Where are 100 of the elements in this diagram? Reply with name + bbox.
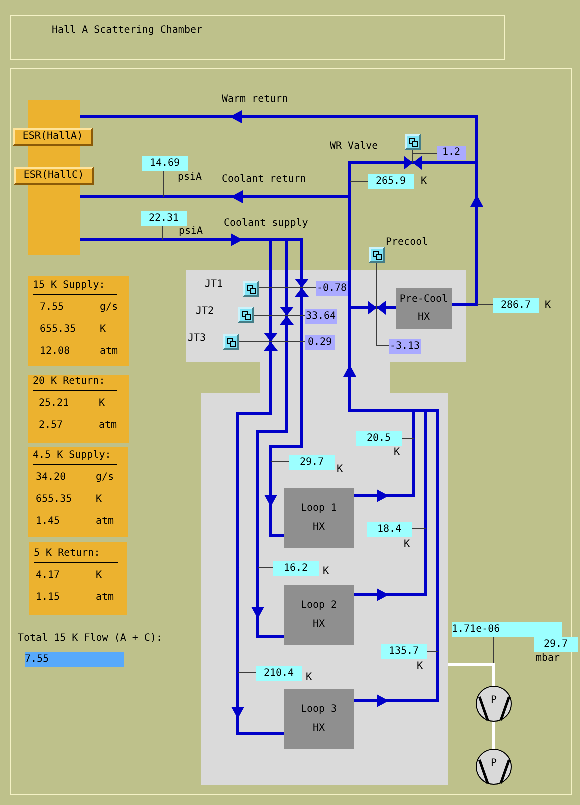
leader-line (412, 528, 426, 530)
unit-label: K (99, 398, 106, 410)
pipe-line (448, 664, 496, 686)
pipe-line (252, 240, 288, 638)
pump-label: P (490, 695, 498, 707)
unit-label: K (96, 570, 102, 582)
value-readout: 33.64 (305, 309, 337, 324)
value-readout: 18.4 (367, 522, 412, 537)
leader-line (412, 150, 438, 164)
unit-label: K (404, 539, 410, 551)
unit-label: K (417, 661, 424, 673)
value-readout: 20.5 (356, 431, 402, 446)
leader-line (476, 304, 494, 306)
edge-label: Coolant supply (224, 218, 308, 230)
unit-label: atm (100, 346, 118, 358)
unit-label: K (545, 300, 552, 312)
pipe-line (354, 410, 440, 708)
value-readout: 14.69 (142, 156, 188, 171)
pipe-line (232, 240, 284, 736)
leader-line (376, 262, 390, 346)
heat-exchanger: Loop 2 HX (284, 585, 354, 645)
readout-panel (28, 375, 129, 443)
value-readout: 210.4 (256, 666, 302, 681)
value-readout: 1.2 (437, 146, 466, 160)
pipe-line (492, 722, 496, 749)
panel-heading: 20 K Return: (33, 376, 117, 391)
panel-value: 4.17 (36, 570, 60, 582)
esr-button: ESR(HallA) (13, 128, 93, 146)
pipe-line (348, 197, 352, 308)
valve-label: JT1 (205, 279, 224, 291)
panel-heading: 15 K Supply: (33, 280, 117, 295)
valve-label: JT2 (196, 306, 214, 318)
pipe-line (271, 238, 287, 242)
panel-value: 2.57 (39, 420, 64, 432)
pipe-line (80, 190, 350, 204)
readout-panel (29, 542, 127, 615)
pipe-line (348, 162, 477, 197)
value-readout: 29.7 (534, 637, 578, 652)
valve-control-button (223, 334, 239, 350)
pipe-line (80, 110, 478, 163)
panel-value: 34.20 (36, 472, 66, 484)
heat-exchanger: Loop 3 HX (284, 689, 354, 749)
value-readout: 265.9 (368, 174, 414, 189)
panel-value: 655.35 (36, 494, 72, 506)
value-readout: 286.7 (493, 298, 539, 313)
unit-label: K (323, 566, 330, 578)
panel-value: 1.15 (36, 592, 60, 604)
leader-line (402, 438, 414, 440)
panel-value: 1.45 (36, 516, 60, 528)
leader-line (238, 672, 256, 674)
unit-label: g/s (96, 472, 114, 484)
vacuum-pump (476, 686, 512, 722)
unit-label: K (421, 176, 428, 188)
value-readout: 22.31 (141, 211, 187, 226)
unit-label: K (100, 324, 106, 336)
unit-label: psiA (179, 226, 204, 238)
value-readout: 1.71e-06 (452, 622, 562, 637)
unit-label: psiA (178, 172, 202, 184)
unit-label: atm (96, 592, 114, 604)
unit-label: K (337, 464, 344, 476)
unit-label: atm (99, 420, 118, 432)
valve-control-button (405, 134, 421, 150)
value-readout: 16.2 (273, 561, 319, 576)
panel-value: 7.55 (40, 302, 64, 314)
readout-panel (28, 276, 129, 366)
pipe-line (452, 163, 484, 306)
valve-control-button (243, 281, 259, 297)
unit-label: K (394, 447, 400, 459)
panel-value: 25.21 (39, 398, 70, 410)
leader-line (162, 226, 164, 240)
pipe-line (354, 411, 416, 502)
value-readout: 135.7 (381, 644, 427, 659)
value-readout: 0.29 (305, 335, 335, 350)
value-readout: -3.13 (389, 339, 421, 354)
vacuum-pump (476, 749, 512, 785)
unit-label: K (306, 672, 312, 684)
unit-label: atm (96, 516, 114, 528)
panel-value: 655.35 (40, 324, 76, 336)
valve-label: WR Valve (330, 141, 378, 153)
heat-exchanger: Loop 1 HX (284, 488, 354, 548)
unit-label: K (96, 494, 102, 506)
pipe-line (264, 238, 304, 538)
esr-button: ESR(HallC) (14, 167, 94, 185)
panel-heading: 5 K Return: (34, 548, 118, 563)
flow-label: Total 15 K Flow (A + C): (18, 633, 162, 645)
pump-label: P (490, 758, 498, 770)
readout-panel (28, 447, 128, 537)
valve-control-button (238, 307, 254, 323)
flow-bar-readout: 7.55 (25, 652, 124, 667)
valve-control-button (369, 247, 385, 263)
valve-label: Precool (386, 237, 428, 249)
panel-value: 12.08 (40, 346, 70, 358)
heat-exchanger: Pre-Cool HX (396, 288, 452, 329)
pipe-line (80, 234, 271, 246)
panel-heading: 4.5 K Supply: (33, 450, 117, 465)
title-text: Hall A Scattering Chamber (52, 25, 203, 37)
value-readout: 29.7 (289, 455, 335, 470)
unit-label: g/s (100, 302, 118, 314)
value-readout: -0.78 (316, 281, 348, 296)
unit-label: mbar (536, 653, 560, 665)
